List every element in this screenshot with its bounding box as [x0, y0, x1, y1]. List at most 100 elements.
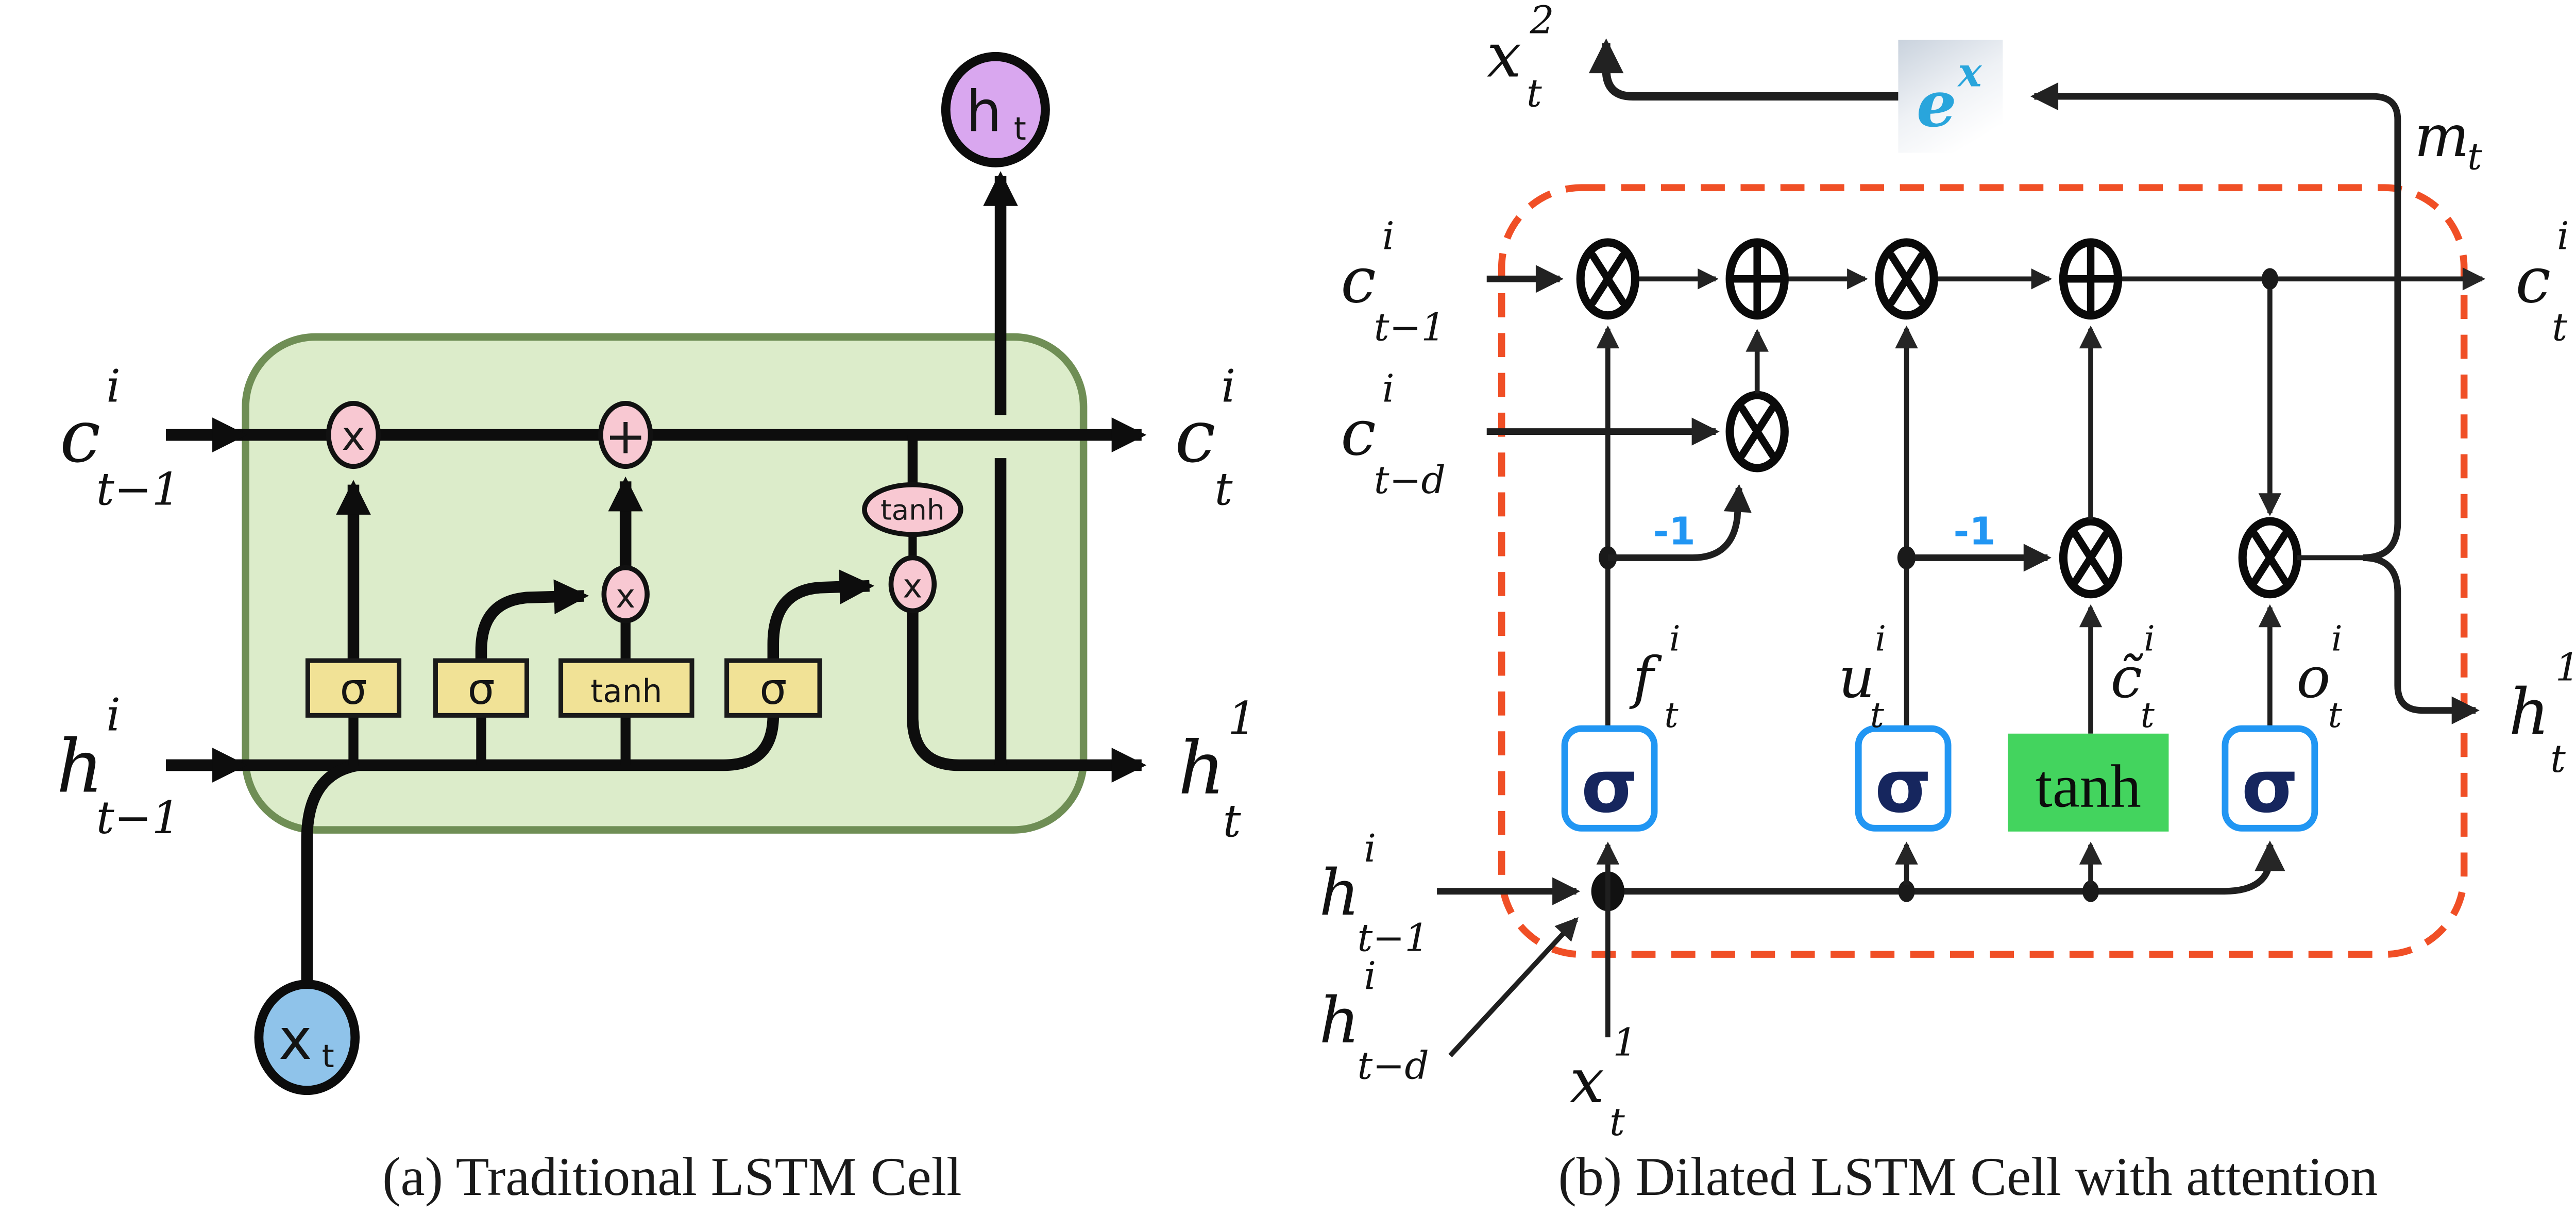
- xt-node-base: x: [279, 1006, 312, 1072]
- gate-tanh-candidate: tanh: [2008, 733, 2169, 832]
- h-out-sub: t: [1223, 795, 1242, 847]
- label-mt: m t: [2414, 102, 2482, 178]
- u-line-junction-dot: [1897, 546, 1916, 569]
- label-c-out-r: c i t: [2516, 214, 2569, 349]
- c-prev-sub: t−1: [96, 463, 180, 515]
- f-sup: i: [1669, 618, 1681, 659]
- label-c-prev: c i t−1: [60, 360, 180, 516]
- x1-base: x: [1570, 1045, 1604, 1117]
- mt-line-to-exp: [2030, 82, 2401, 561]
- neg-one-label-1: -1: [1653, 510, 1696, 554]
- c-dilated-base: c: [1341, 396, 1376, 470]
- hidden-output-line: [907, 611, 1147, 783]
- multiply-glyph: x: [903, 567, 922, 606]
- sigma-f-box: [1561, 725, 1658, 832]
- h-out-sub: t: [2550, 737, 2566, 781]
- c-prev-base: c: [60, 394, 100, 479]
- label-o-gate: o i t: [2296, 618, 2342, 735]
- c-prev-sup: i: [106, 360, 121, 413]
- gate-input-stubs: [348, 715, 631, 765]
- h-row-dot-2: [2082, 880, 2099, 902]
- gate-sigma-f: σ: [1561, 725, 1658, 832]
- output-gate-arrow: [767, 569, 875, 661]
- label-f-gate: f i t: [1629, 618, 1680, 735]
- h-dilated-arrow: [1448, 917, 1579, 1057]
- c-out-sub: t: [1215, 463, 1233, 515]
- label-c-prev-r: c i t−1: [1341, 214, 1445, 349]
- label-h-out-r: h 1 t: [2509, 646, 2576, 781]
- c-out-sup: i: [2557, 214, 2569, 258]
- label-h-dilated: h i t−d: [1319, 954, 1429, 1088]
- xt-connector: [301, 759, 360, 985]
- o-sup: i: [2331, 618, 2343, 659]
- h-row-dot-1: [1898, 880, 1915, 902]
- label-h-out: h 1 t: [1178, 692, 1257, 848]
- u-sup: i: [1875, 618, 1886, 659]
- ht-output-node: h t: [941, 52, 1050, 167]
- x1-sub: t: [1609, 1100, 1625, 1144]
- h-dilated-sup: i: [1364, 954, 1376, 999]
- c-out-sup: i: [1221, 360, 1235, 413]
- label-h-prev: h i t−1: [57, 688, 180, 844]
- c-out-sub: t: [2552, 305, 2567, 349]
- tanh-box: [2008, 733, 2169, 832]
- neg-one-label-2: -1: [1953, 510, 1995, 554]
- c-prev-base: c: [1341, 243, 1376, 317]
- exp-attention-block: e x: [1898, 40, 2003, 153]
- oplus-1: [1730, 242, 1785, 315]
- pointwise-multiply-3: x: [888, 555, 937, 614]
- sigma-label: σ: [2242, 744, 2298, 829]
- c-out-base: c: [1175, 394, 1215, 479]
- otimes-forget: [1581, 242, 1635, 315]
- ht-node-sub: t: [1014, 111, 1026, 147]
- mt-base: m: [2414, 102, 2469, 170]
- sigma-label: σ: [467, 664, 495, 714]
- h-prev-base: h: [57, 724, 104, 809]
- x2-output-line: [1588, 38, 1899, 101]
- c-prev-sub: t−1: [1374, 305, 1446, 349]
- traditional-lstm-diagram: x + tanh x x σ σ tanh: [57, 52, 1257, 1207]
- h-prev-sub: t−1: [1358, 916, 1429, 960]
- gate-sigma-u: σ: [1855, 725, 1952, 832]
- label-h-prev-r: h i t−1: [1319, 826, 1429, 960]
- otimes-candidate: [2063, 521, 2118, 595]
- c-tilde-sup: i: [2144, 618, 2155, 659]
- f-sub: t: [1664, 695, 1679, 735]
- h-prev-sup: i: [106, 688, 121, 741]
- gate-sigma-3: σ: [724, 658, 822, 718]
- o-sub: t: [2328, 695, 2343, 735]
- gate-sigma-2: σ: [433, 658, 530, 718]
- x1-sup: 1: [1613, 1021, 1637, 1065]
- exp-base: e: [1917, 67, 1957, 141]
- h-prev-base: h: [1319, 856, 1360, 930]
- c-prev-sup: i: [1382, 214, 1395, 258]
- c-dilated-sub: t−d: [1374, 458, 1446, 502]
- tanh-label: tanh: [2036, 752, 2141, 820]
- gate-sigma-1: σ: [305, 658, 402, 718]
- gate-sigma-o: σ: [2222, 725, 2318, 832]
- sigma-label: σ: [759, 664, 787, 714]
- label-c-out: c i t: [1175, 360, 1235, 516]
- sigma-label: σ: [1581, 744, 1638, 829]
- input-gate-arrow: [475, 579, 589, 661]
- f-negated-branch: [1607, 484, 1752, 561]
- add-glyph: +: [605, 407, 647, 465]
- sigma-label: σ: [1875, 744, 1931, 829]
- otimes-dilated: [1730, 395, 1785, 468]
- mt-sub: t: [2467, 136, 2482, 178]
- xt-input-node: x t: [254, 980, 360, 1095]
- multiply-glyph: x: [616, 577, 635, 616]
- label-c-dilated: c i t−d: [1341, 367, 1446, 502]
- otimes-output: [2243, 521, 2297, 595]
- c-out-base: c: [2516, 243, 2551, 317]
- tanh-ellipse: tanh: [862, 482, 963, 537]
- sigma-label: σ: [340, 664, 367, 714]
- pointwise-multiply-2: x: [601, 565, 650, 623]
- oplus-2: [2063, 242, 2118, 315]
- h-prev-sup: i: [1364, 826, 1376, 871]
- dilated-lstm-diagram: -1 -1 e x: [1319, 0, 2576, 1207]
- c-line-junction-dot: [2261, 268, 2278, 290]
- h-row-line: [1607, 840, 2285, 895]
- c-tilde-base: c̃: [2111, 645, 2143, 711]
- label-u-gate: u i t: [1838, 618, 1886, 735]
